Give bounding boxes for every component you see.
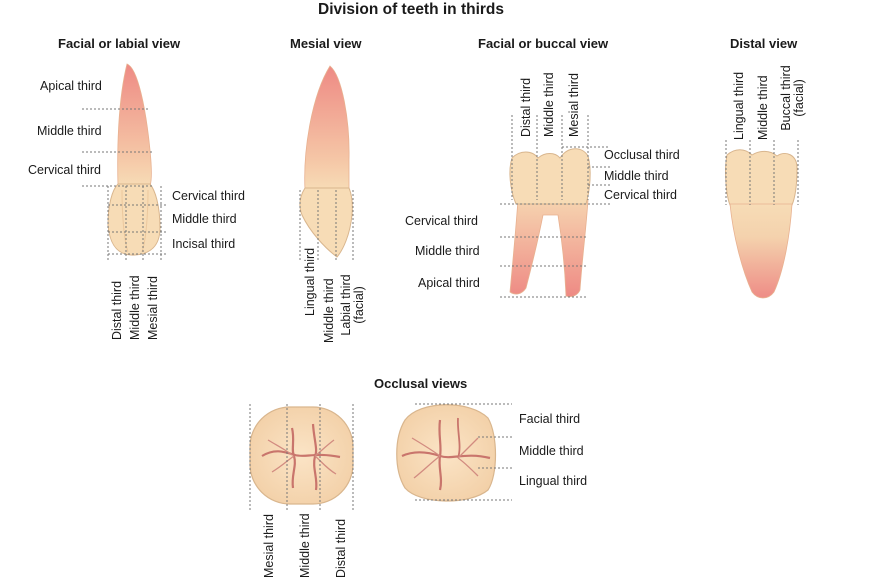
molar-distal-view [725, 149, 798, 299]
label-distal-third-buccal: Distal third [519, 77, 533, 137]
label-middle-third-occlusal-v: Middle third [298, 513, 312, 578]
label-middle-third-crown: Middle third [172, 212, 237, 226]
label-labial-third-line2: (facial) [352, 286, 366, 324]
label-buccal-third: Buccal third (facial) [779, 56, 806, 140]
distal-heading: Distal view [730, 36, 798, 51]
label-occlusal-third: Occlusal third [604, 148, 680, 162]
incisor-mesial-view [299, 65, 353, 258]
label-mesial-third-buccal: Mesial third [567, 73, 581, 137]
label-apical-third-root: Apical third [418, 276, 480, 290]
molar-buccal-dividers [500, 115, 610, 298]
label-lingual-third-occlusal: Lingual third [519, 474, 588, 488]
occlusal-left-dividers [249, 404, 354, 512]
occlusal-heading: Occlusal views [374, 376, 468, 391]
label-distal-third-occlusal: Distal third [334, 518, 348, 578]
occlusal-view-left [249, 406, 354, 505]
label-labial-third: Labial third (facial) [339, 262, 366, 348]
label-cervical-third-occlusal: Cervical third [604, 188, 677, 202]
molar-buccal-view [509, 148, 591, 298]
mesial-heading: Mesial view [290, 36, 362, 51]
label-facial-third: Facial third [519, 412, 581, 426]
label-middle-third-buccal: Middle third [542, 72, 556, 137]
diagram-title: Division of teeth in thirds [318, 1, 505, 18]
incisor-facial-view [107, 63, 161, 256]
facial-labial-heading: Facial or labial view [58, 36, 181, 51]
occlusal-right-dividers [415, 403, 512, 501]
label-mesial-third-occlusal: Mesial third [262, 514, 276, 578]
label-incisal-third: Incisal third [172, 237, 236, 251]
label-mesial-third: Mesial third [146, 276, 160, 340]
occlusal-view-right [396, 404, 497, 502]
label-lingual-third: Lingual third [303, 247, 317, 316]
label-cervical-third-crown: Cervical third [172, 189, 245, 203]
label-middle-third-occlusal-h: Middle third [519, 444, 584, 458]
label-buccal-third-line2: (facial) [792, 79, 806, 117]
label-cervical-third: Cervical third [28, 163, 101, 177]
label-middle-third-occlusal: Middle third [604, 169, 669, 183]
molar-distal-dividers [725, 140, 799, 205]
label-middle-third: Middle third [37, 124, 102, 138]
facial-buccal-heading: Facial or buccal view [478, 36, 609, 51]
label-middle-third-mesial: Middle third [322, 278, 336, 343]
incisor-mesial-dividers [299, 190, 354, 262]
label-middle-third-distal: Middle third [756, 75, 770, 140]
label-middle-third-root: Middle third [415, 244, 480, 258]
label-cervical-third-root: Cervical third [405, 214, 478, 228]
label-middle-third-vertical: Middle third [128, 275, 142, 340]
label-apical-third: Apical third [40, 79, 102, 93]
label-lingual-third-distal: Lingual third [732, 71, 746, 140]
label-distal-third: Distal third [110, 280, 124, 340]
incisor-facial-dividers [82, 108, 168, 262]
